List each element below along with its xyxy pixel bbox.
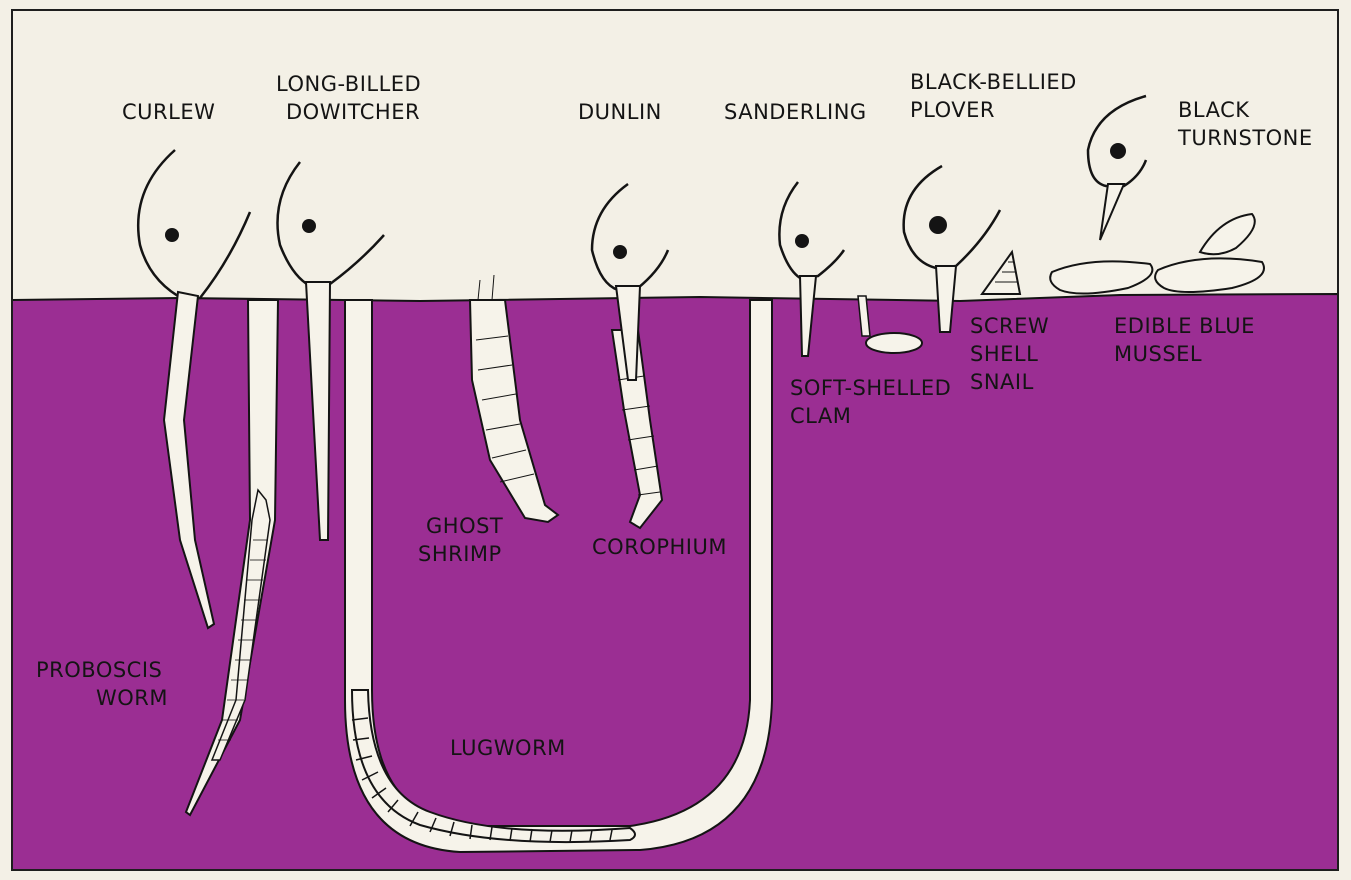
label-curlew: CURLEW	[122, 98, 215, 126]
label-line: GHOST	[418, 512, 503, 540]
label-dunlin: DUNLIN	[578, 98, 662, 126]
turnstone-bill	[1100, 184, 1124, 240]
label-line: PLOVER	[910, 96, 1077, 124]
label-line: BLACK-BELLIED	[910, 68, 1077, 96]
label-proboscis-worm: PROBOSCIS WORM	[36, 656, 168, 712]
label-line: CLAM	[790, 402, 951, 430]
label-line: EDIBLE BLUE	[1114, 312, 1255, 340]
label-line: BLACK	[1178, 96, 1313, 124]
soft-shelled-clam	[866, 333, 922, 353]
curlew-eye	[165, 228, 179, 242]
dunlin-eye	[613, 245, 627, 259]
label-long-billed-dowitcher: LONG-BILLED DOWITCHER	[276, 70, 421, 126]
label-line: WORM	[36, 684, 168, 712]
label-line: SANDERLING	[724, 98, 867, 126]
label-soft-shelled-clam: SOFT-SHELLED CLAM	[790, 374, 951, 430]
label-lugworm: LUGWORM	[450, 734, 566, 762]
turnstone-head	[1088, 96, 1146, 186]
label-line: TURNSTONE	[1178, 124, 1313, 152]
label-line: MUSSEL	[1114, 340, 1255, 368]
label-ghost-shrimp: GHOST SHRIMP	[418, 512, 503, 568]
label-line: SNAIL	[970, 368, 1049, 396]
label-line: SHRIMP	[418, 540, 503, 568]
curlew-head	[138, 150, 250, 300]
label-edible-blue-mussel: EDIBLE BLUE MUSSEL	[1114, 312, 1255, 368]
sanderling-eye	[795, 234, 809, 248]
label-line: SCREW	[970, 312, 1049, 340]
screw-shell-snail	[982, 252, 1020, 294]
label-corophium: COROPHIUM	[592, 533, 727, 561]
label-line: DUNLIN	[578, 98, 662, 126]
dowitcher-head	[278, 162, 385, 286]
mussel-right	[1155, 258, 1264, 292]
label-line: SHELL	[970, 340, 1049, 368]
sanderling-head	[779, 182, 844, 278]
label-line: LONG-BILLED	[276, 70, 421, 98]
dowitcher-eye	[302, 219, 316, 233]
label-black-turnstone: BLACK TURNSTONE	[1178, 96, 1313, 152]
label-sanderling: SANDERLING	[724, 98, 867, 126]
label-line: COROPHIUM	[592, 533, 727, 561]
label-screw-shell-snail: SCREW SHELL SNAIL	[970, 312, 1049, 396]
label-line: LUGWORM	[450, 734, 566, 762]
label-line: DOWITCHER	[276, 98, 421, 126]
mussel-left	[1050, 261, 1152, 293]
label-line: SOFT-SHELLED	[790, 374, 951, 402]
plover-head	[904, 166, 1000, 268]
label-line: CURLEW	[122, 98, 215, 126]
turnstone-eye	[1110, 143, 1126, 159]
label-black-bellied-plover: BLACK-BELLIED PLOVER	[910, 68, 1077, 124]
mudflat	[12, 294, 1338, 870]
plover-eye	[929, 216, 947, 234]
label-line: PROBOSCIS	[36, 656, 168, 684]
mussel-top	[1200, 214, 1255, 254]
dunlin-head	[592, 184, 668, 290]
